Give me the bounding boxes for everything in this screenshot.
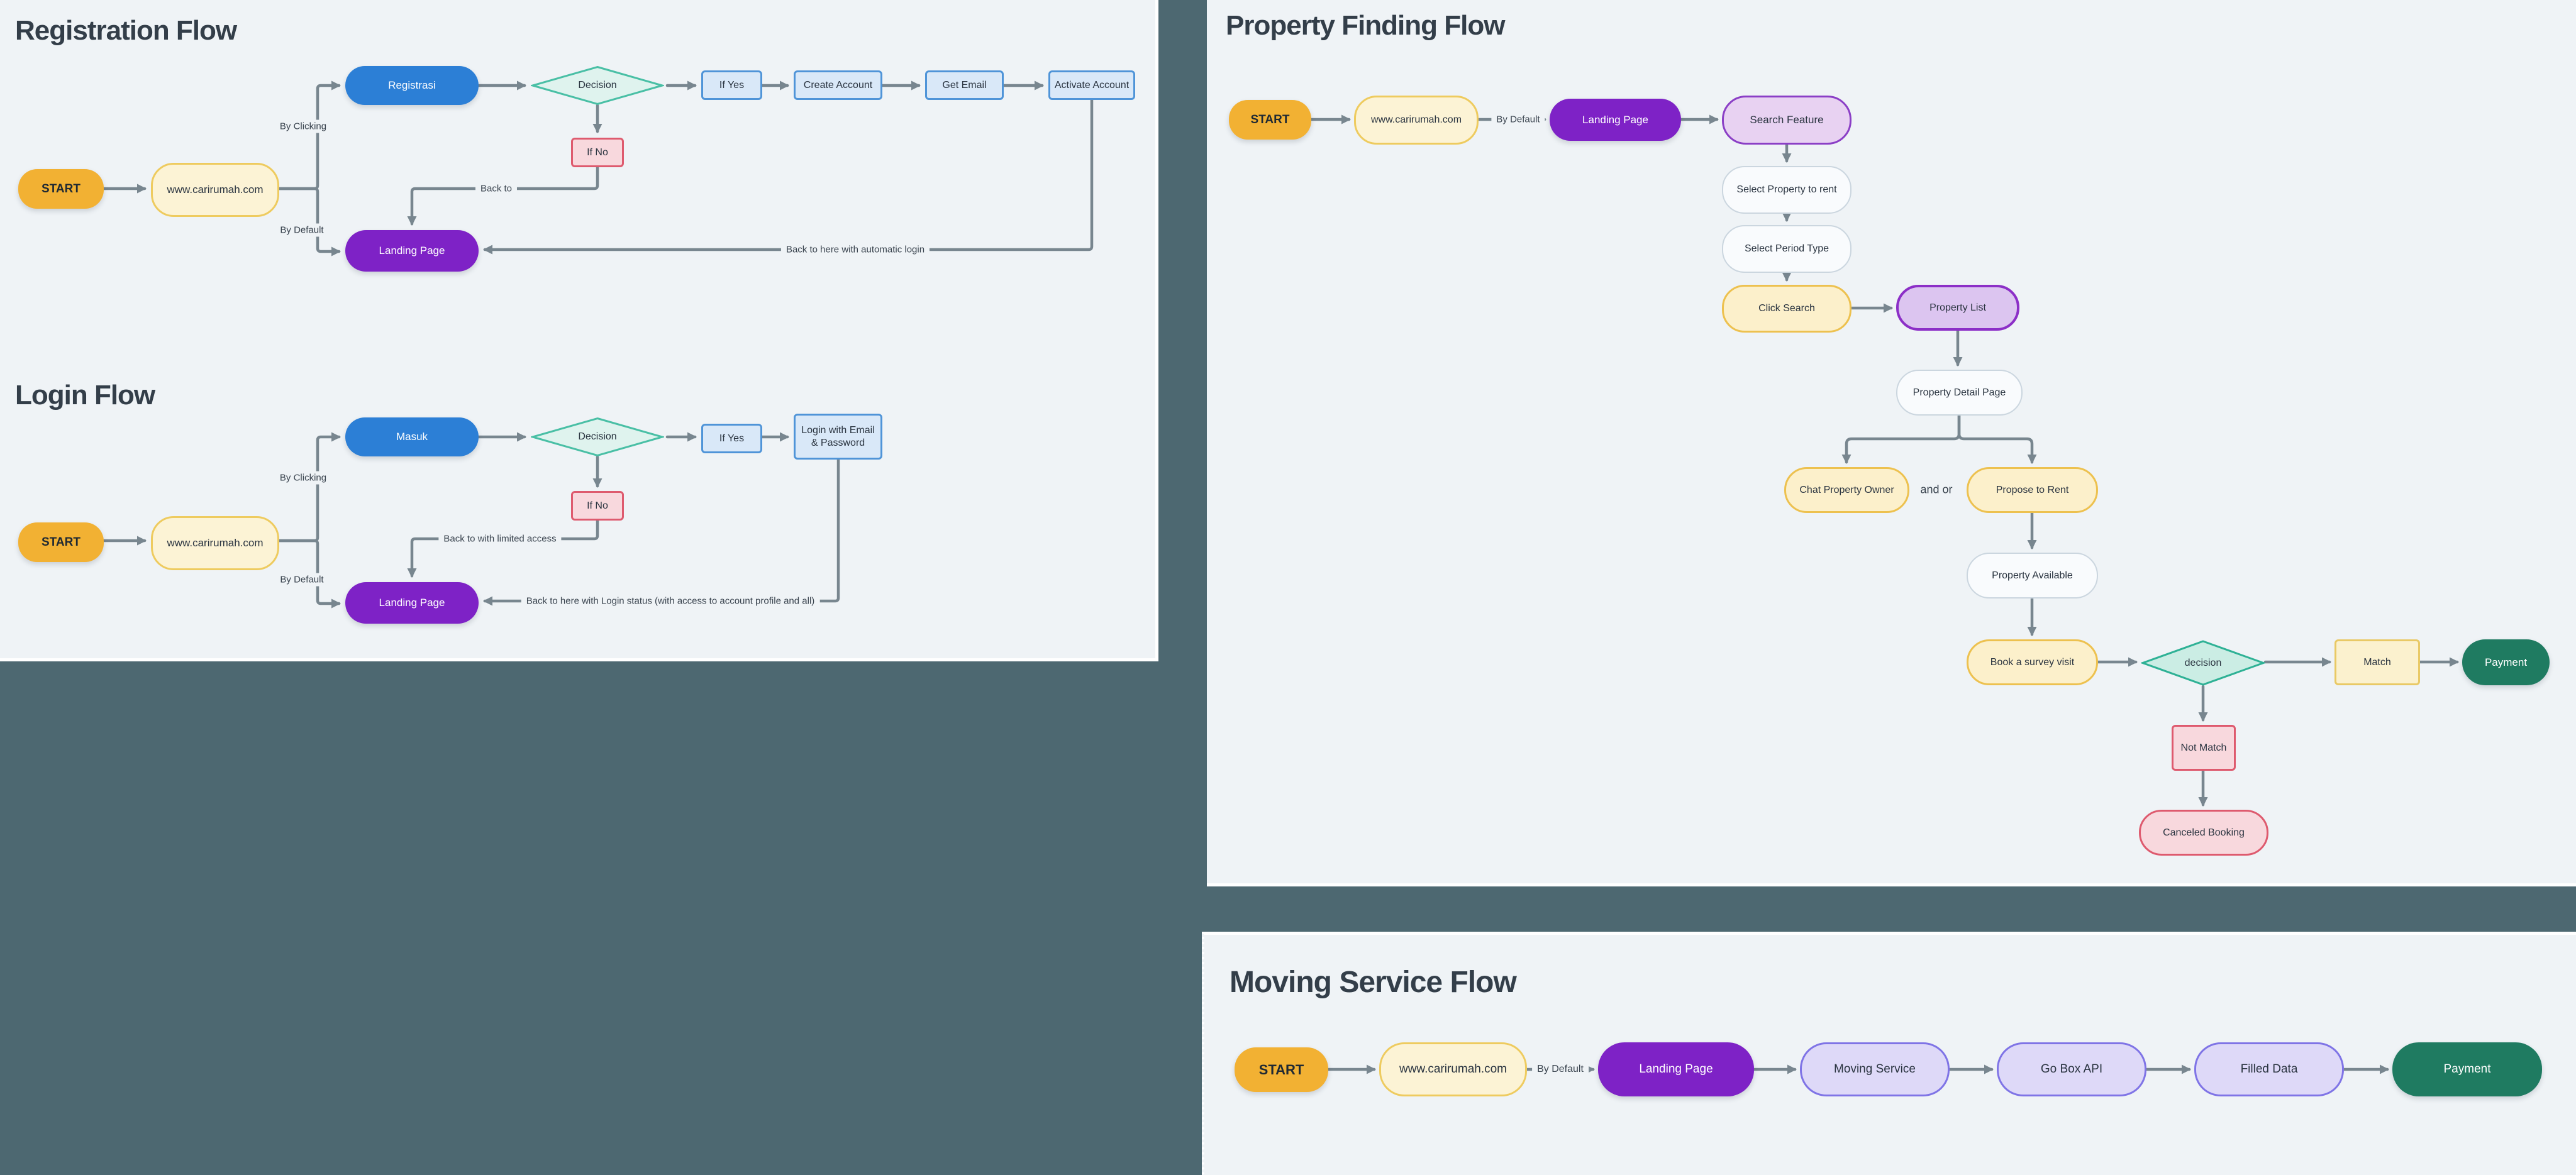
node-book-survey[interactable]: Book a survey visit <box>1967 639 2098 685</box>
edge-label-auto-login: Back to here with automatic login <box>780 243 930 257</box>
edge-label-back-status: Back to here with Login status (with acc… <box>521 594 820 608</box>
node-filled-data[interactable]: Filled Data <box>2194 1042 2344 1096</box>
node-if-no[interactable]: If No <box>571 491 624 521</box>
node-property-available[interactable]: Property Available <box>1967 553 2098 599</box>
flow-title-moving-service: Moving Service Flow <box>1230 966 1517 999</box>
node-start[interactable]: START <box>1229 100 1311 140</box>
edge-label-by-clicking: By Clicking <box>274 119 332 133</box>
node-decision[interactable]: decision <box>2140 639 2267 687</box>
node-landing-page[interactable]: Landing Page <box>1550 99 1681 141</box>
node-create-account[interactable]: Create Account <box>794 70 882 100</box>
node-select-period[interactable]: Select Period Type <box>1722 225 1852 273</box>
node-landing-page[interactable]: Landing Page <box>1598 1042 1754 1096</box>
decision-label: Decision <box>578 431 617 442</box>
node-go-box-api[interactable]: Go Box API <box>1997 1042 2146 1096</box>
decision-diamond-shape <box>529 417 666 457</box>
node-payment[interactable]: Payment <box>2392 1042 2542 1096</box>
node-start[interactable]: START <box>18 169 104 209</box>
edge-label-by-default: By Default <box>1532 1062 1589 1076</box>
node-search-feature[interactable]: Search Feature <box>1722 96 1852 145</box>
node-moving-service[interactable]: Moving Service <box>1800 1042 1950 1096</box>
edge-label-back-limited: Back to with limited access <box>438 532 562 546</box>
node-activate-account[interactable]: Activate Account <box>1048 70 1135 100</box>
node-url[interactable]: www.carirumah.com <box>1379 1042 1527 1096</box>
node-chat-owner[interactable]: Chat Property Owner <box>1784 467 1909 513</box>
edge-label-by-clicking: By Clicking <box>274 471 332 485</box>
node-payment[interactable]: Payment <box>2462 639 2550 685</box>
decision-label: decision <box>2184 657 2222 668</box>
node-match[interactable]: Match <box>2334 639 2420 685</box>
node-decision[interactable]: Decision <box>529 65 666 106</box>
panel-moving-service: Moving Service Flow START www.carirumah.… <box>1202 932 2576 1175</box>
edge-label-by-default: By Default <box>275 223 329 237</box>
node-if-yes[interactable]: If Yes <box>701 70 762 100</box>
decision-diamond-shape <box>529 65 666 106</box>
node-start[interactable]: START <box>18 522 104 562</box>
node-decision[interactable]: Decision <box>529 417 666 457</box>
node-url[interactable]: www.carirumah.com <box>151 163 279 217</box>
node-start[interactable]: START <box>1235 1047 1328 1092</box>
node-property-list[interactable]: Property List <box>1896 285 2019 331</box>
node-url[interactable]: www.carirumah.com <box>1354 96 1479 145</box>
node-not-match[interactable]: Not Match <box>2172 725 2236 771</box>
node-landing-page[interactable]: Landing Page <box>345 230 479 272</box>
node-landing-page[interactable]: Landing Page <box>345 582 479 624</box>
decision-label: Decision <box>578 80 617 91</box>
node-login-with-email[interactable]: Login with Email & Password <box>794 414 882 460</box>
edge-label-and-or: and or <box>1915 482 1958 498</box>
node-get-email[interactable]: Get Email <box>925 70 1004 100</box>
node-property-detail[interactable]: Property Detail Page <box>1896 370 2023 416</box>
node-canceled-booking[interactable]: Canceled Booking <box>2139 810 2268 856</box>
edge-label-back-to: Back to <box>475 182 518 196</box>
flow-title-registration: Registration Flow <box>15 15 237 46</box>
node-masuk[interactable]: Masuk <box>345 417 479 456</box>
edge-label-by-default: By Default <box>275 573 329 587</box>
node-url[interactable]: www.carirumah.com <box>151 516 279 570</box>
node-propose-rent[interactable]: Propose to Rent <box>1967 467 2098 513</box>
panel-property-finding: Property Finding Flow START www.cariruma… <box>1207 0 2576 886</box>
node-registrasi[interactable]: Registrasi <box>345 66 479 105</box>
node-if-no[interactable]: If No <box>571 138 624 167</box>
flow-title-property-finding: Property Finding Flow <box>1226 10 1505 41</box>
edge-label-by-default: By Default <box>1491 113 1545 126</box>
node-click-search[interactable]: Click Search <box>1722 285 1852 333</box>
panel-registration-login: Registration Flow START www.carirumah.co… <box>0 0 1158 661</box>
decision-diamond-shape <box>2140 640 2267 686</box>
flow-title-login: Login Flow <box>15 380 155 411</box>
node-if-yes[interactable]: If Yes <box>701 424 762 453</box>
node-select-property[interactable]: Select Property to rent <box>1722 166 1852 214</box>
